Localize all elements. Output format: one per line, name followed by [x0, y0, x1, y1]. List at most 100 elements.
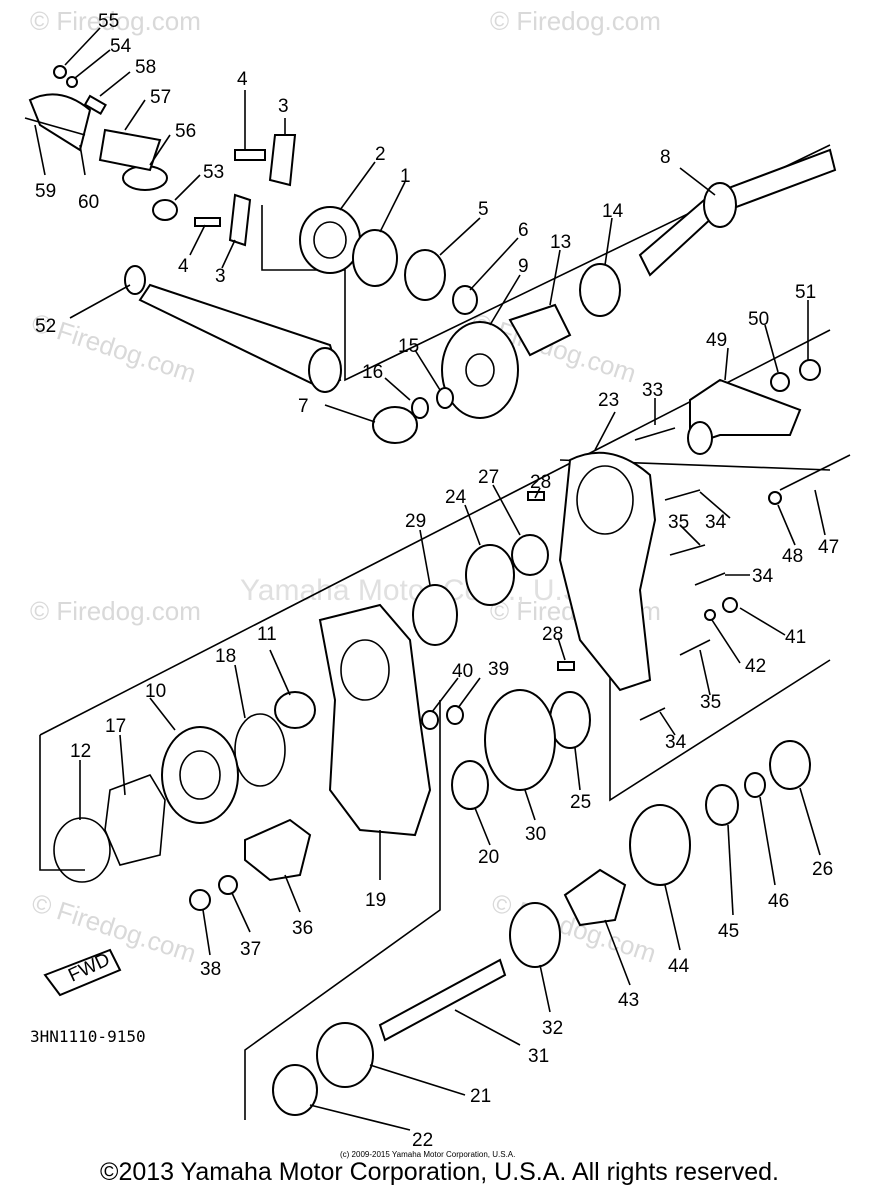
gear-5: [404, 249, 446, 301]
pin-28-lower: [557, 661, 575, 671]
callout-53: 53: [203, 162, 224, 183]
housing-10: [161, 726, 239, 824]
callout-25: 25: [570, 792, 591, 813]
washer-40: [421, 710, 439, 730]
gear-52: [124, 265, 146, 295]
o-ring-12: [53, 817, 111, 883]
bearing-7: [372, 406, 418, 444]
bushing-11: [274, 691, 316, 729]
callout-27: 27: [478, 467, 499, 488]
callout-19: 19: [365, 890, 386, 911]
callout-43: 43: [618, 990, 639, 1011]
callout-33: 33: [642, 380, 663, 401]
callout-35-a: 35: [668, 512, 689, 533]
gasket-17: [104, 774, 166, 866]
callout-6: 6: [518, 220, 529, 241]
yoke-36: [244, 818, 312, 882]
middle-casing-assembly: [53, 427, 851, 911]
bearing-26: [769, 740, 811, 790]
callout-29: 29: [405, 511, 426, 532]
plate-3-lower: [228, 193, 252, 247]
leader-lines: [34, 27, 826, 1131]
nut-38: [189, 889, 211, 911]
callout-1: 1: [400, 166, 411, 187]
callout-20: 20: [478, 847, 499, 868]
bolt-34-a: [664, 489, 701, 501]
callout-24: 24: [445, 487, 467, 508]
housing-10-bearing: [179, 750, 221, 800]
fwd-arrow: [43, 948, 122, 997]
callout-4-upper: 4: [237, 69, 248, 90]
callout-58: 58: [135, 57, 156, 78]
callout-28-upper: 28: [530, 472, 551, 493]
bolt-47: [779, 454, 851, 491]
callout-36: 36: [292, 918, 313, 939]
callout-11: 11: [257, 624, 277, 645]
collar-45: [705, 784, 739, 826]
nut-48: [768, 491, 782, 505]
callout-34-a: 34: [705, 512, 727, 533]
callout-34-b: 34: [752, 566, 774, 587]
bolt-58: [83, 94, 107, 116]
watermark: © Firedog.com: [490, 6, 661, 36]
callout-5: 5: [478, 199, 489, 220]
clutch-13: [508, 303, 572, 357]
washer-50: [770, 372, 790, 392]
diagram-reference-code: 3HN1110-9150: [30, 1027, 146, 1046]
bearing-25: [549, 691, 591, 749]
callout-32: 32: [542, 1018, 563, 1039]
callout-9: 9: [518, 256, 529, 277]
washer-1: [352, 229, 398, 287]
spring-44: [629, 804, 691, 886]
callout-37: 37: [240, 939, 261, 960]
callout-55: 55: [98, 11, 119, 32]
bearing-24: [465, 544, 515, 606]
joint-53: [152, 199, 178, 221]
o-ring-18: [234, 713, 286, 787]
washer-37: [218, 875, 238, 895]
case-19-bore: [340, 639, 390, 701]
bearing-21: [316, 1022, 374, 1088]
callout-41: 41: [785, 627, 806, 648]
callout-21: 21: [470, 1086, 491, 1107]
yoke-49-spline: [687, 421, 713, 455]
callout-50: 50: [748, 309, 769, 330]
nut-6: [452, 285, 478, 315]
callout-22: 22: [412, 1130, 433, 1151]
callout-59: 59: [35, 181, 56, 202]
callout-10: 10: [145, 681, 166, 702]
clutch-43: [563, 868, 627, 927]
watermark: © Firedog.com: [30, 596, 201, 626]
bolt-4-lower: [194, 217, 221, 227]
washer-15: [436, 387, 454, 409]
bolt-34-b: [694, 572, 726, 586]
seal-27: [511, 534, 549, 576]
callout-3-lower: 3: [215, 266, 226, 287]
callout-7: 7: [298, 396, 309, 417]
bearing-2-inner: [313, 221, 347, 259]
callout-49: 49: [706, 330, 727, 351]
housing-57: [98, 128, 162, 172]
callout-42: 42: [745, 656, 766, 677]
callout-51: 51: [795, 282, 816, 303]
callout-56: 56: [175, 121, 196, 142]
callout-31: 31: [528, 1046, 549, 1067]
bolt-59: [24, 117, 86, 136]
bolt-33: [634, 427, 676, 441]
spring-14: [579, 263, 621, 317]
bolt-35-a: [669, 544, 706, 556]
upper-shaft-assembly: [24, 65, 837, 455]
callout-47: 47: [818, 537, 839, 558]
callout-40: 40: [452, 661, 473, 682]
callout-28-lower: 28: [542, 624, 563, 645]
case-19: [318, 603, 432, 837]
callout-16: 16: [362, 362, 383, 383]
callout-23: 23: [598, 390, 619, 411]
cover-23-bore: [576, 465, 634, 535]
callout-numbers: 55 54 58 57 56 59 60 53 52 4 3 4 3 2 1 5…: [35, 11, 839, 1151]
callout-34-c: 34: [665, 732, 687, 753]
callout-45: 45: [718, 921, 739, 942]
callout-18: 18: [215, 646, 236, 667]
bolt-41: [722, 597, 738, 613]
